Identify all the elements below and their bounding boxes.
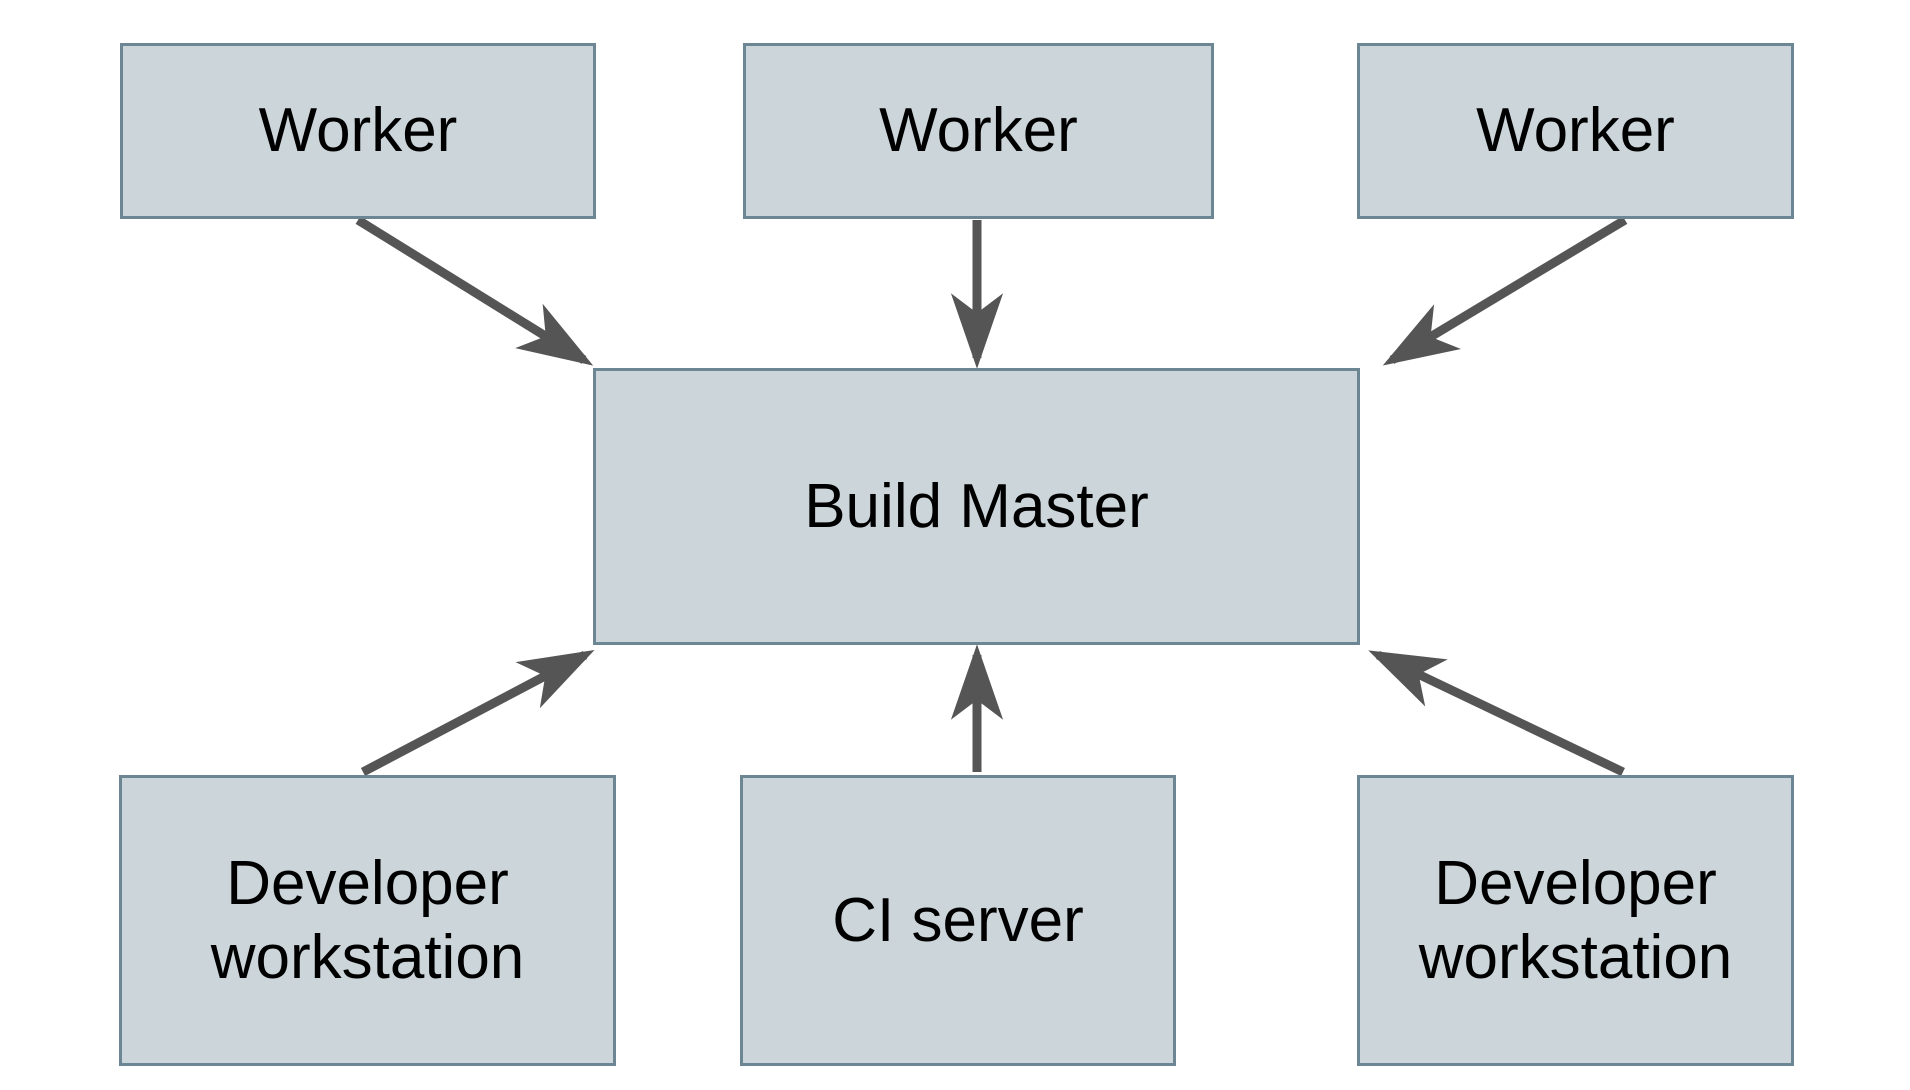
node-label: Worker — [258, 96, 458, 166]
node-worker-1[interactable]: Worker — [120, 43, 596, 219]
node-label: CI server — [832, 885, 1084, 955]
node-dev-workstation-right[interactable]: Developer workstation — [1357, 775, 1794, 1066]
node-label: Developer workstation — [210, 849, 525, 992]
node-build-master[interactable]: Build Master — [593, 368, 1360, 645]
node-worker-3[interactable]: Worker — [1357, 43, 1794, 219]
node-dev-workstation-left[interactable]: Developer workstation — [119, 775, 616, 1066]
edge-dev-workstation-left-to-build-master — [360, 649, 595, 776]
node-label: Worker — [879, 96, 1078, 166]
node-label: Developer workstation — [1418, 849, 1733, 992]
node-label: Build Master — [804, 471, 1149, 541]
edge-worker-1-to-build-master — [355, 216, 594, 366]
node-label: Worker — [1476, 96, 1675, 166]
node-ci-server[interactable]: CI server — [740, 775, 1176, 1066]
edge-worker-3-to-build-master — [1382, 216, 1628, 366]
edge-dev-workstation-right-to-build-master — [1368, 650, 1625, 777]
node-worker-2[interactable]: Worker — [743, 43, 1214, 219]
